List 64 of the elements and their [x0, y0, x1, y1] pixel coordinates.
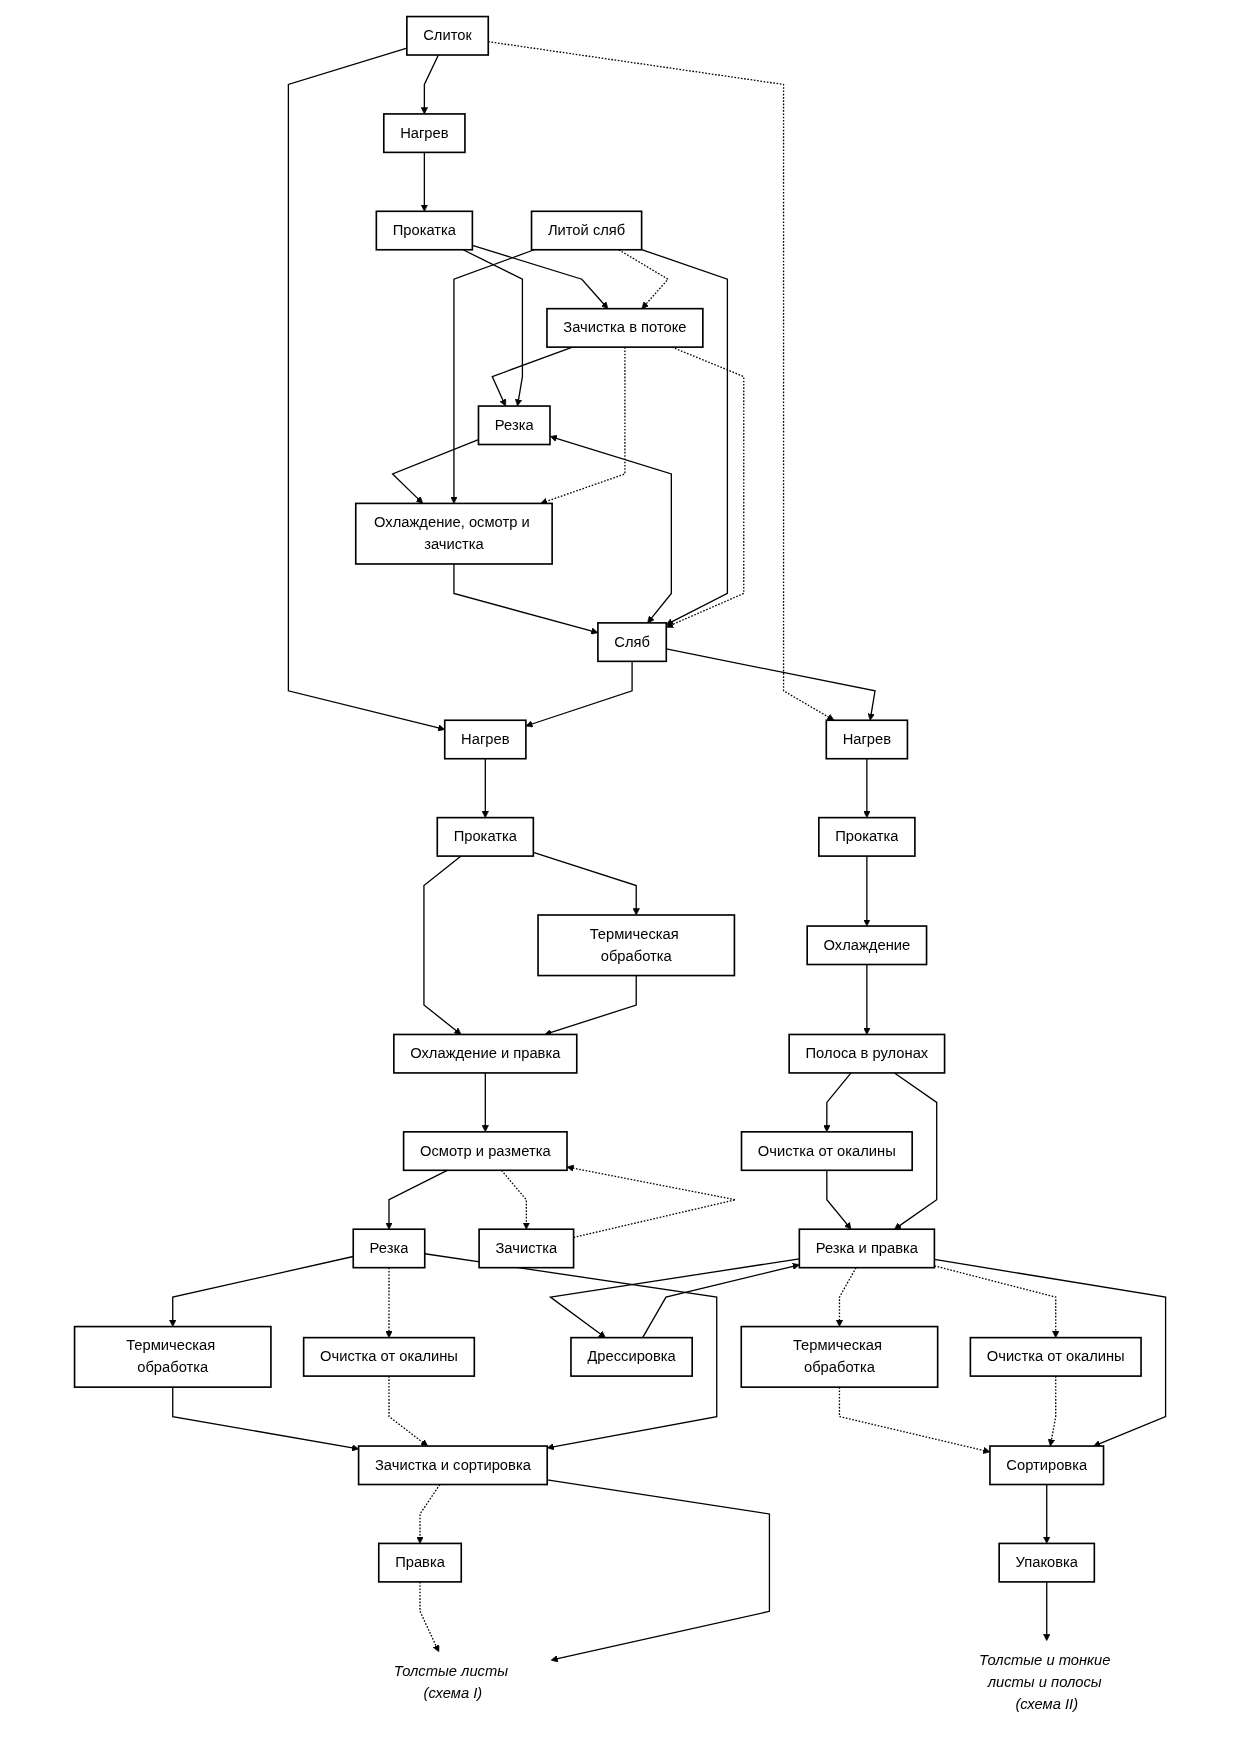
node-box: Нагрев — [825, 719, 909, 760]
node-text: Толстые листы (схема I) — [393, 1662, 508, 1701]
arrow — [172, 1386, 359, 1452]
node-box: Охлаждение и правка — [392, 1033, 578, 1074]
node-box: Резка и правка — [798, 1228, 936, 1269]
arrow — [481, 758, 489, 818]
node-box: Прокатка — [436, 816, 535, 857]
arrow — [640, 248, 728, 625]
node-box: Резка — [352, 1228, 426, 1269]
node-box: Зачистка и сортировка — [357, 1445, 548, 1486]
arrow — [385, 1169, 448, 1230]
arrow — [416, 1483, 441, 1544]
arrow — [525, 660, 633, 728]
node-box: Термическая обработка — [73, 1325, 272, 1388]
arrow — [424, 1253, 718, 1451]
node-box: Зачистка — [478, 1228, 575, 1269]
arrow — [641, 1262, 800, 1339]
node-box: Литой сляб — [530, 210, 643, 251]
node-box: Очистка от окалины — [740, 1131, 913, 1172]
arrow — [549, 434, 672, 624]
node-box: Упаковка — [998, 1542, 1096, 1583]
node-box: Термическая обработка — [740, 1325, 939, 1388]
node-box: Очистка от окалины — [302, 1336, 476, 1377]
node-box: Сляб — [597, 622, 668, 663]
node-box: Прокатка — [375, 210, 474, 251]
node-box: Слиток — [405, 15, 489, 56]
node-box: Правка — [377, 1542, 462, 1583]
arrow — [893, 1072, 938, 1230]
arrow — [863, 963, 871, 1035]
node-box: Сортировка — [989, 1445, 1105, 1486]
arrow — [385, 1267, 393, 1338]
node-box: Осмотр и разметка — [402, 1131, 568, 1172]
node-box: Зачистка в потоке — [546, 307, 704, 348]
arrow — [863, 758, 871, 818]
node-box: Очистка от окалины — [969, 1336, 1142, 1377]
arrow — [462, 249, 523, 407]
arrow — [287, 47, 445, 732]
arrow — [419, 1581, 440, 1653]
arrow — [566, 1164, 737, 1239]
arrow — [544, 974, 637, 1036]
node-box: Дрессировка — [570, 1336, 693, 1377]
arrow — [420, 54, 439, 115]
arrow — [835, 1267, 857, 1327]
arrow — [826, 1169, 852, 1230]
arrow — [481, 1072, 489, 1133]
node-box: Охлаждение — [806, 925, 928, 966]
node-box: Резка — [477, 405, 551, 446]
arrow — [863, 855, 871, 927]
arrow — [169, 1255, 354, 1327]
node-box: Охлаждение, осмотр и зачистка — [354, 502, 553, 565]
node-text: Толстые и тонкие листы и полосы (схема II) — [978, 1651, 1111, 1712]
node-box: Нагрев — [443, 719, 527, 760]
arrow — [823, 1072, 852, 1133]
arrow — [1043, 1483, 1051, 1544]
arrow — [1043, 1581, 1051, 1642]
arrow — [423, 855, 462, 1035]
node-box: Полоса в рулонах — [788, 1033, 946, 1074]
arrow — [548, 1258, 800, 1338]
arrow — [618, 249, 669, 309]
arrow — [500, 1169, 530, 1230]
arrow — [420, 151, 428, 212]
node-box: Термическая обработка — [537, 914, 736, 977]
node-box: Прокатка — [817, 816, 916, 857]
node-box: Нагрев — [382, 113, 466, 154]
